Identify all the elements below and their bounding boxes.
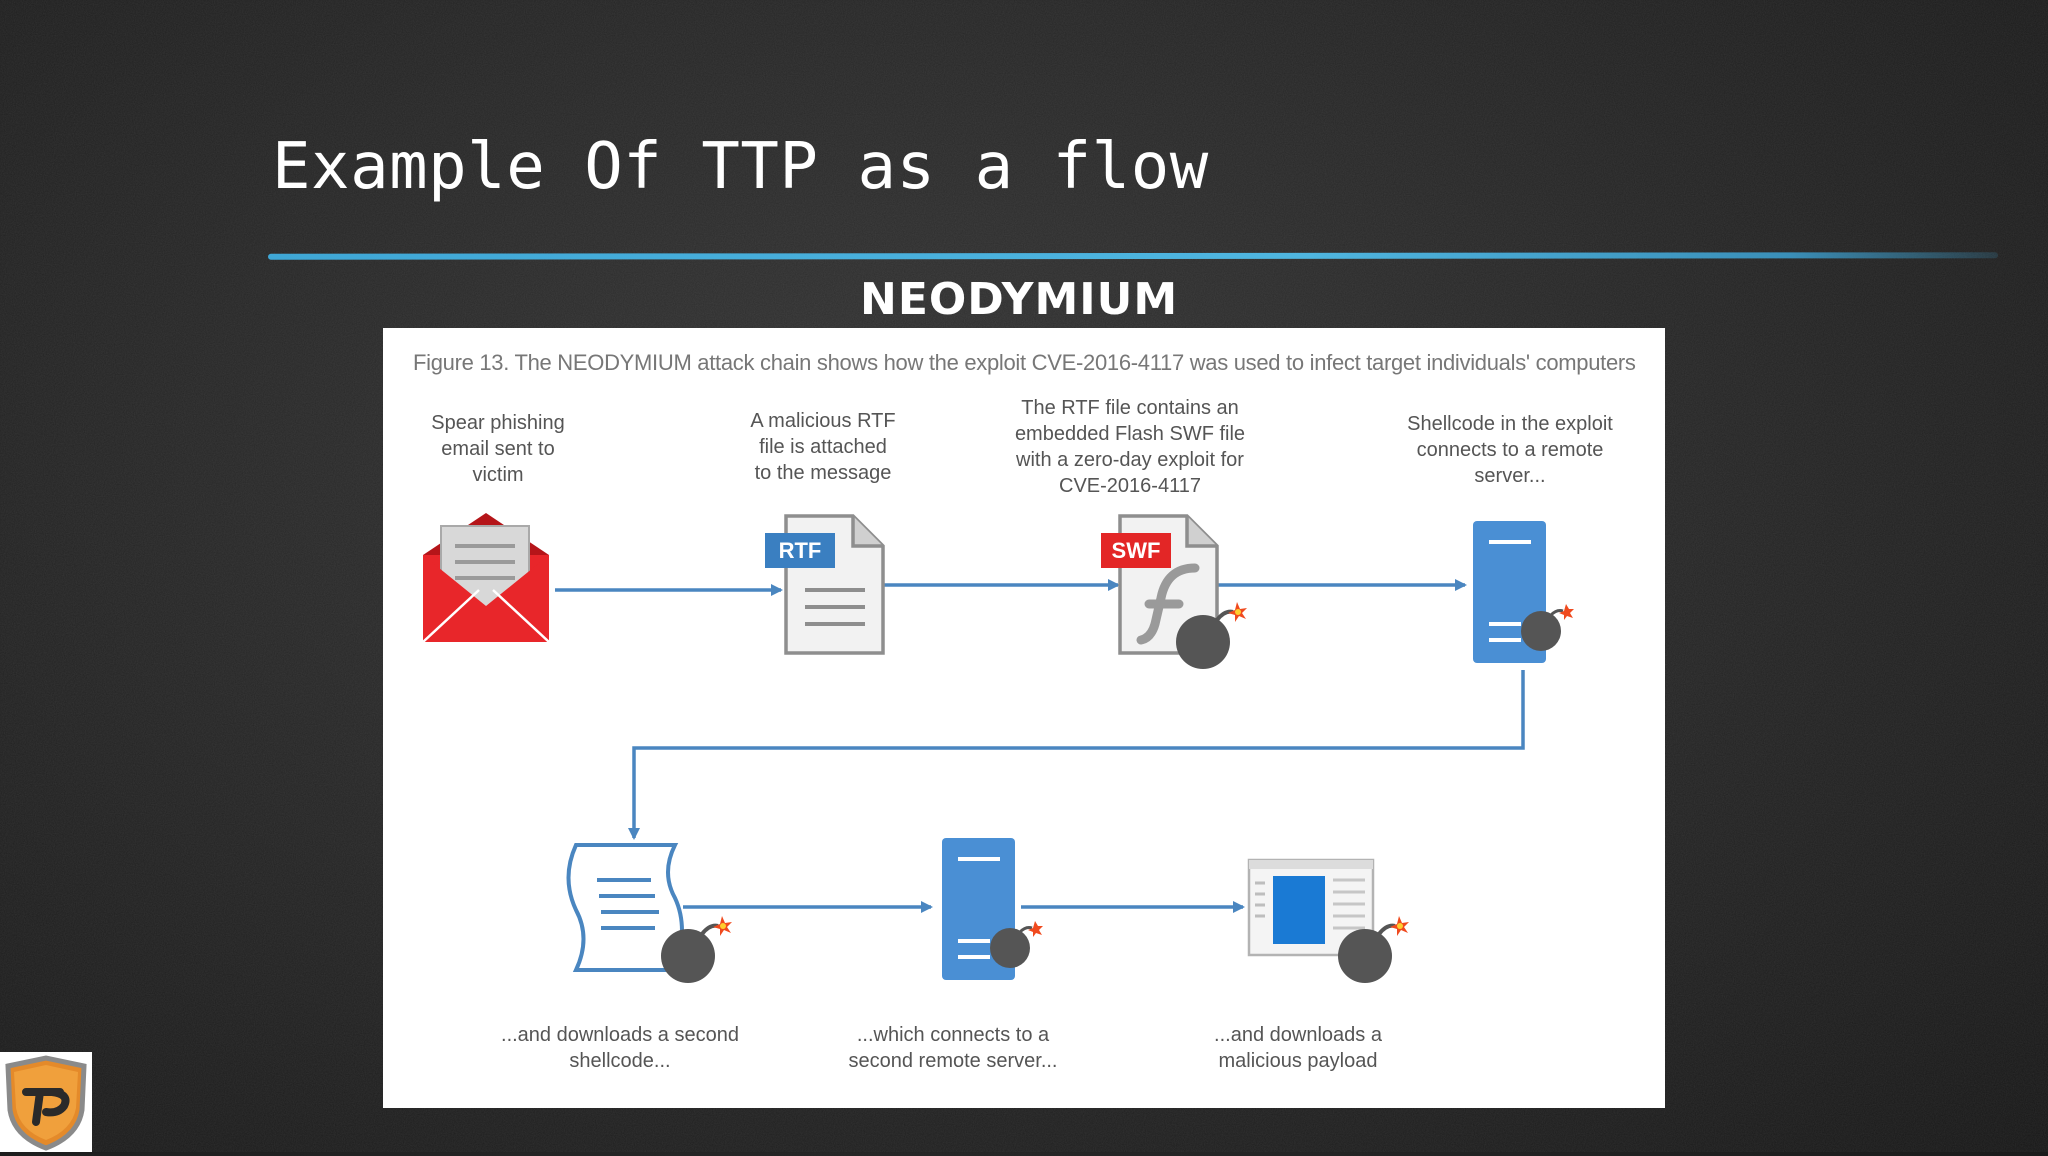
rtf-badge: RTF: [779, 538, 822, 563]
step-label-spear-phishing: Spear phishing email sent to victim: [431, 412, 565, 486]
swf-badge: SWF: [1112, 538, 1161, 563]
figure-caption: Figure 13. The NEODYMIUM attack chain sh…: [413, 350, 1636, 375]
flow-arrows: [555, 579, 1525, 913]
slide-subtitle: NEODYMIUM: [860, 274, 1179, 325]
slide-title: Example Of TTP as a flow: [272, 130, 1209, 204]
window-icon: [1247, 858, 1411, 985]
shield-logo-icon: [0, 1052, 92, 1152]
step-label-malicious-rtf: A malicious RTF file is attached to the …: [750, 410, 896, 484]
title-underline: [268, 252, 1998, 260]
step-label-malicious-payload: ...and downloads a malicious payload: [1214, 1024, 1382, 1072]
step-label-rtf-contains-swf: The RTF file contains an embedded Flash …: [1014, 397, 1246, 497]
flash-glyph: [1136, 563, 1200, 645]
swf-file-icon: SWF: [1101, 514, 1249, 671]
server-icon: [1473, 521, 1574, 663]
step-label-second-server: ...which connects to a second remote ser…: [848, 1024, 1058, 1072]
step-label-second-shellcode: ...and downloads a second shellcode...: [501, 1024, 739, 1072]
attack-chain-figure: Figure 13. The NEODYMIUM attack chain sh…: [383, 328, 1665, 1108]
flow-diagram: RTF SWF: [422, 513, 1574, 985]
arrow-server-to-shellcode: [628, 670, 1525, 840]
email-icon: [422, 513, 550, 643]
step-label-shellcode-connects: Shellcode in the exploit connects to a r…: [1407, 413, 1613, 487]
scroll-icon: [566, 843, 734, 985]
rtf-file-icon: RTF: [765, 514, 885, 655]
server-icon: [942, 838, 1043, 980]
